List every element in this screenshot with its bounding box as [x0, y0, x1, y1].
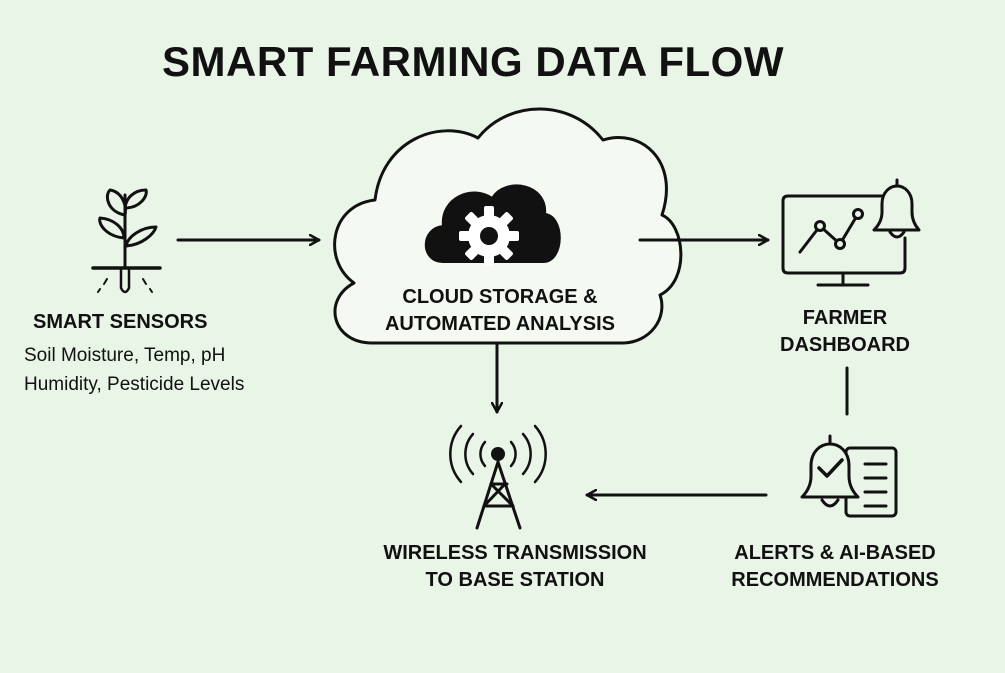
cloud-gear-icon [424, 184, 561, 266]
sensors-detail-line1: Soil Moisture, Temp, pH [24, 345, 226, 366]
bell-check-document-icon [800, 434, 898, 518]
radio-tower-icon [449, 424, 547, 530]
monitor-chart-bell-icon [781, 178, 921, 287]
dashboard-label-line1: FARMER [802, 307, 888, 329]
dashboard-label-line2: DASHBOARD [780, 334, 910, 356]
cloud-label-line1: CLOUD STORAGE & [402, 286, 598, 308]
wireless-label-line1: WIRELESS TRANSMISSION [383, 542, 647, 564]
plant-sprout-icon [91, 188, 162, 294]
sensors-detail-line2: Humidity, Pesticide Levels [24, 374, 245, 395]
alerts-label-line2: RECOMMENDATIONS [731, 569, 939, 591]
alerts-label-line1: ALERTS & AI-BASED [734, 542, 936, 564]
wireless-label-line2: TO BASE STATION [425, 569, 605, 591]
cloud-label-line2: AUTOMATED ANALYSIS [384, 313, 616, 335]
sensors-label: SMART SENSORS [33, 311, 208, 333]
page-title: SMART FARMING DATA FLOW [162, 38, 784, 85]
